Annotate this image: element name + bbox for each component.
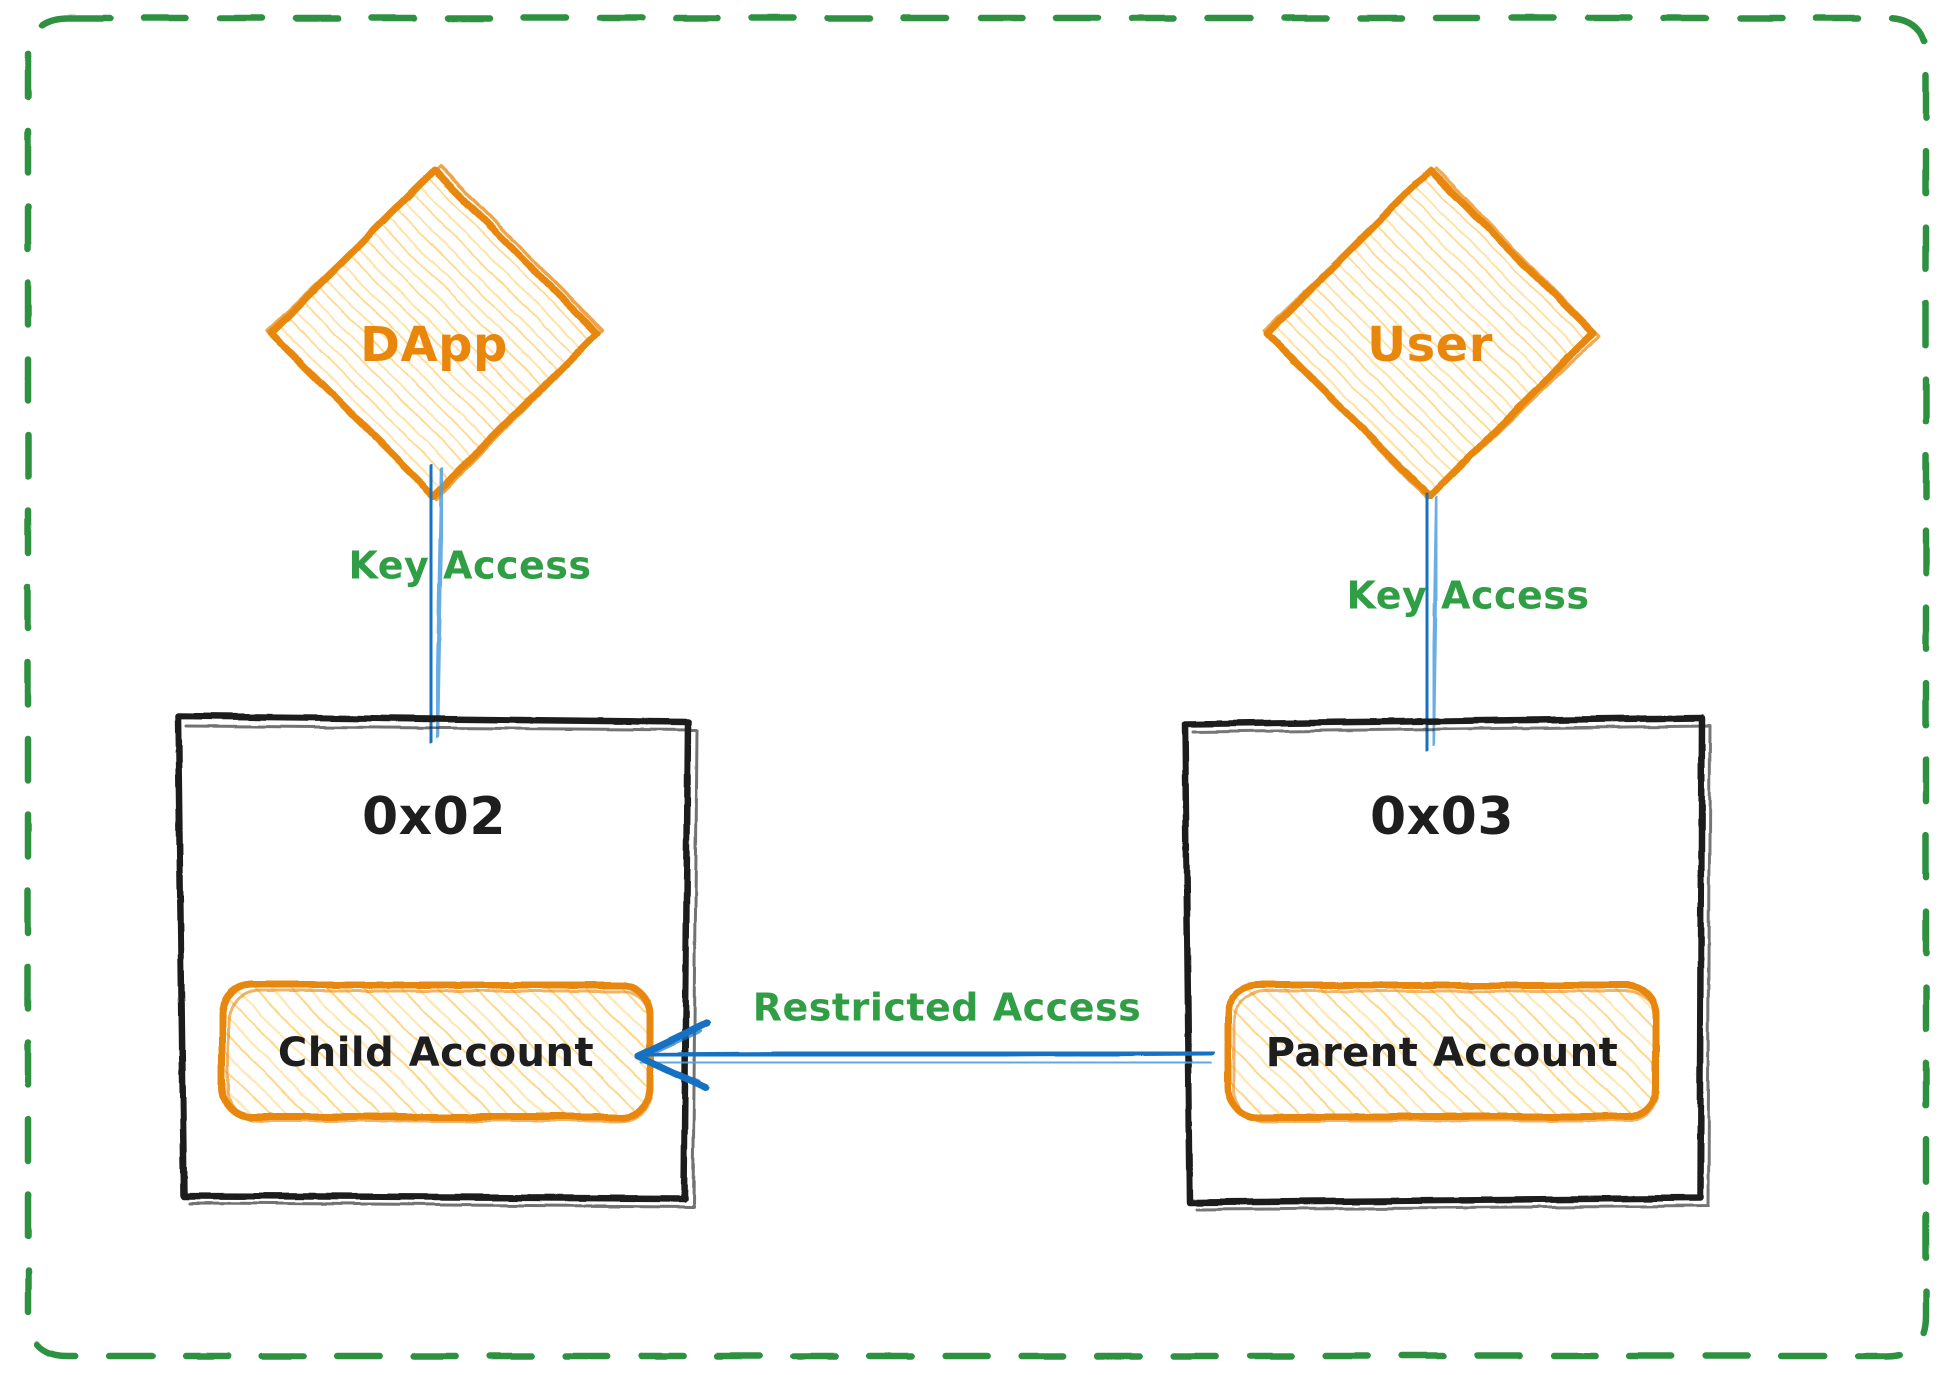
restricted-access-arrowhead-upper (634, 1019, 711, 1060)
key-access-line-left-a (426, 464, 436, 744)
key-access-line-right-b (1430, 495, 1440, 747)
child-account-label: Child Account (278, 1030, 594, 1076)
parent-account-outline-second-stroke (1232, 989, 1660, 1123)
parent-account-label: Parent Account (1266, 1030, 1619, 1076)
node-account-0x03[interactable]: 0x03 (1181, 714, 1712, 1211)
dapp-diamond-outline-second-stroke (265, 164, 604, 501)
edge-label-restricted-access: Restricted Access (753, 986, 1141, 1030)
node-parent-account[interactable]: Parent Account (1224, 981, 1660, 1123)
box-0x02-label: 0x02 (362, 787, 506, 847)
edge-parent-to-child[interactable]: Restricted Access (634, 986, 1216, 1092)
child-account-fill (222, 985, 650, 1117)
key-access-line-right-a (1422, 492, 1432, 752)
parent-account-fill (1228, 985, 1656, 1117)
box-0x03-label: 0x03 (1370, 787, 1514, 847)
key-access-line-left-b (434, 467, 445, 739)
box-0x02-outline-second-stroke (184, 724, 699, 1208)
box-0x02-outline (174, 712, 692, 1202)
edge-dapp-to-child[interactable]: Key Access (348, 464, 591, 744)
node-account-0x02[interactable]: 0x02 (174, 712, 699, 1208)
node-child-account[interactable]: Child Account (218, 981, 654, 1123)
node-dapp[interactable]: DApp (265, 164, 604, 501)
edge-label-key-access-right: Key Access (1346, 574, 1589, 618)
user-label: User (1367, 317, 1493, 373)
node-user[interactable]: User (1262, 166, 1601, 501)
restricted-access-arrowhead-upper-second (641, 1029, 702, 1059)
dashed-green-boundary (24, 14, 1930, 1360)
restricted-access-arrowhead-lower-second (641, 1057, 701, 1084)
restricted-access-line-b (639, 1059, 1213, 1066)
restricted-access-line-a (634, 1048, 1216, 1060)
parent-account-outline (1224, 981, 1660, 1121)
box-0x03-outline-second-stroke (1191, 724, 1712, 1211)
box-0x03-outline (1181, 714, 1706, 1206)
edge-user-to-parent[interactable]: Key Access (1346, 492, 1589, 752)
edge-label-key-access-left: Key Access (348, 544, 591, 588)
dapp-label: DApp (360, 317, 508, 373)
